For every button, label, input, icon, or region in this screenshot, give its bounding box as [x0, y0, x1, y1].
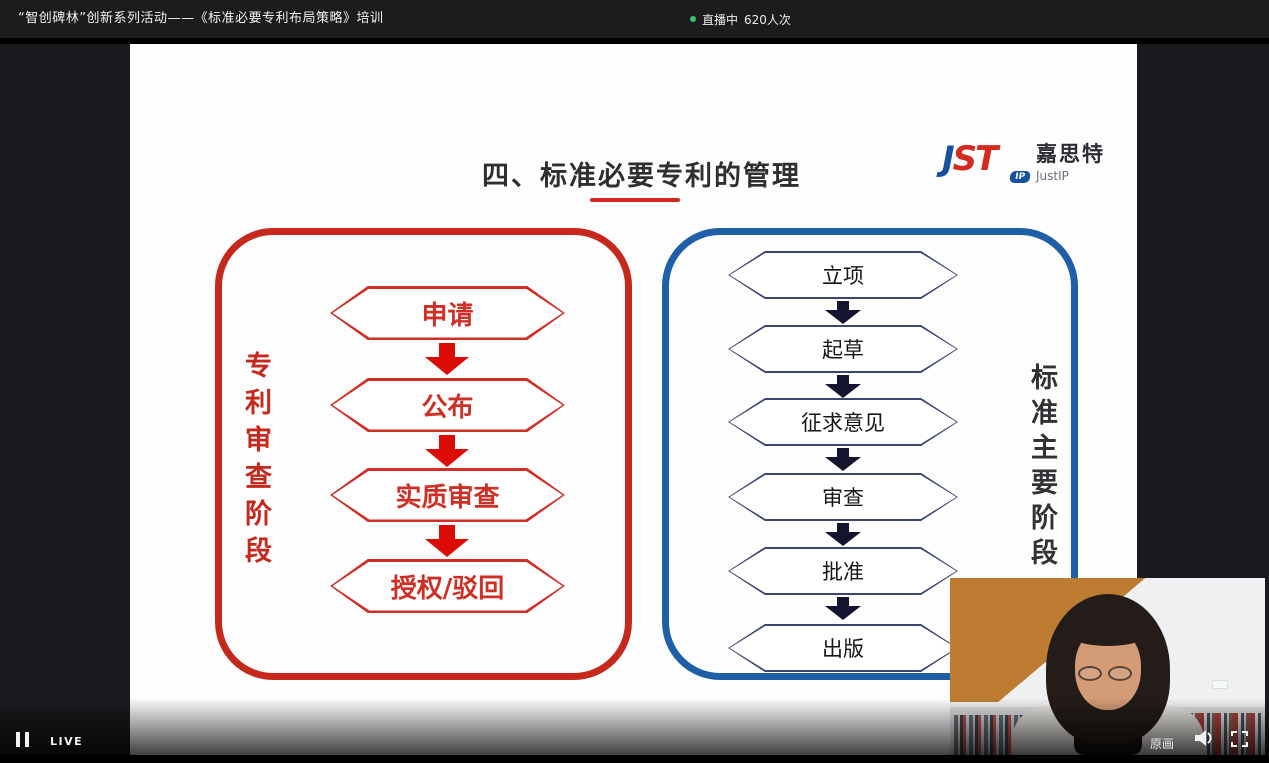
flow-arrow-icon — [825, 523, 861, 546]
flow-step-substantive-exam: 实质审查 — [330, 468, 565, 522]
flow-arrow-icon — [825, 375, 861, 398]
webcam-wall-vent — [1212, 680, 1228, 689]
glasses-icon — [1108, 666, 1132, 681]
patent-flow-box: 专利审查阶段 申请 公布 实质审查 授权/驳回 — [215, 228, 632, 680]
live-dot-icon — [690, 16, 696, 22]
flow-arrow-icon — [425, 343, 469, 375]
quality-button[interactable]: 原画 — [1150, 737, 1175, 751]
justip-logo: JST IP 嘉思特 JustIP — [942, 138, 1105, 184]
flow-step-apply: 申请 — [330, 286, 565, 340]
flow-step-drafting: 起草 — [728, 325, 958, 373]
viewer-count: 620人次 — [744, 12, 791, 27]
flow-step-review: 审查 — [728, 473, 958, 521]
flow-arrow-icon — [425, 435, 469, 467]
flow-step-publish: 公布 — [330, 378, 565, 432]
flow-step-publication: 出版 — [728, 624, 958, 672]
flow-arrow-icon — [425, 525, 469, 557]
glasses-icon — [1078, 666, 1102, 681]
logo-names: 嘉思特 JustIP — [1036, 138, 1105, 183]
stream-title: “智创碑林”创新系列活动——《标准必要专利布局策略》培训 — [18, 11, 384, 26]
volume-icon[interactable] — [1194, 728, 1216, 748]
live-indicator: 直播中 620人次 — [690, 0, 791, 38]
jst-logo-icon: JST IP — [942, 138, 1031, 183]
flow-step-grant-reject: 授权/驳回 — [330, 559, 565, 613]
logo-name-en: JustIP — [1036, 169, 1069, 183]
flow-arrow-icon — [825, 301, 861, 324]
live-status-text: 直播中 — [702, 12, 739, 27]
logo-j: J — [942, 138, 955, 179]
standard-flow-side-label: 标准主要阶段 — [1026, 363, 1057, 573]
letterbox-bottom — [0, 755, 1269, 763]
logo-name-cn: 嘉思特 — [1036, 142, 1105, 166]
presenter-bangs — [1068, 620, 1148, 646]
live-button[interactable]: LIVE — [50, 735, 84, 748]
flow-arrow-icon — [825, 597, 861, 620]
player-controls: LIVE 原画 — [0, 38, 1269, 763]
flow-step-project-approval: 立项 — [728, 251, 958, 299]
standard-flow-box: 标准主要阶段 立项 起草 征求意见 审查 批准 出版 — [662, 228, 1078, 680]
title-underline — [590, 198, 680, 202]
logo-st: ST — [952, 138, 999, 179]
video-player[interactable]: 四、标准必要专利的管理 JST IP 嘉思特 JustIP 专利审查阶段 申请 … — [0, 38, 1269, 763]
patent-flow-side-label: 专利审查阶段 — [240, 351, 271, 573]
flow-step-approval: 批准 — [728, 547, 958, 595]
fullscreen-icon[interactable] — [1231, 731, 1248, 747]
slide-title: 四、标准必要专利的管理 — [482, 161, 801, 192]
top-bar: “智创碑林”创新系列活动——《标准必要专利布局策略》培训 直播中 620人次 — [0, 0, 1269, 38]
flow-step-soliciting-opinions: 征求意见 — [728, 398, 958, 446]
flow-arrow-icon — [825, 448, 861, 471]
pause-button[interactable] — [16, 732, 34, 748]
letterbox-top — [0, 38, 1269, 44]
